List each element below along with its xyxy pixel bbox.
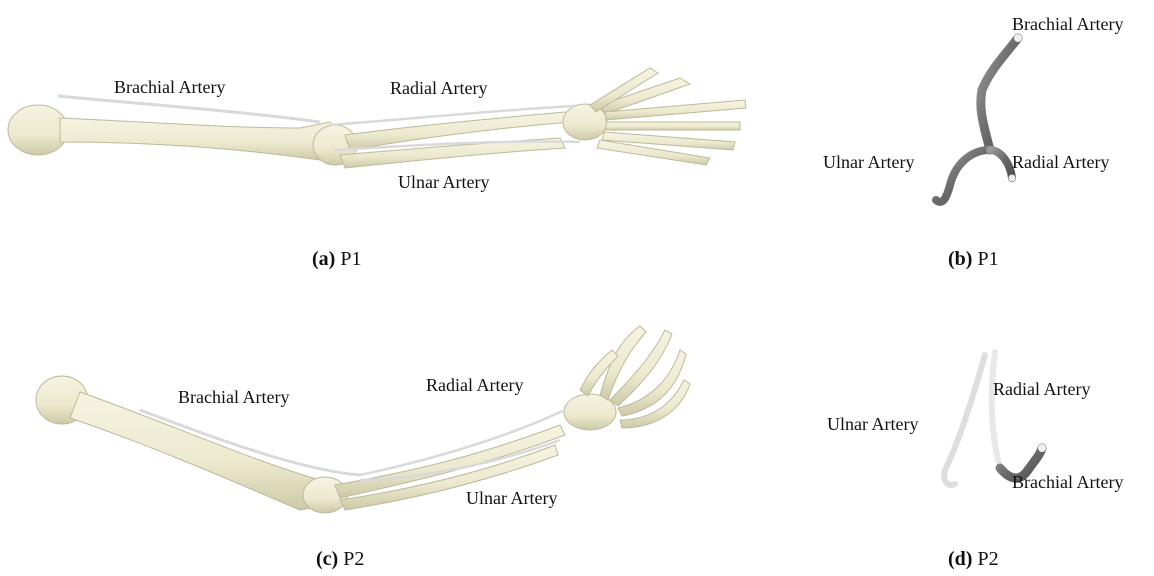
panel-d-ulnar-label: Ulnar Artery — [827, 414, 918, 435]
humerus-head — [8, 105, 68, 155]
panel-d-radial-label: Radial Artery — [993, 379, 1090, 400]
humerus — [60, 118, 345, 160]
panel-c-arm — [36, 326, 690, 513]
panel-c-ulnar-label: Ulnar Artery — [466, 488, 557, 509]
panel-a-ulnar-label: Ulnar Artery — [398, 172, 489, 193]
panel-a-caption: (a) P1 — [312, 248, 361, 271]
panel-c-caption-text: P2 — [343, 548, 364, 570]
panel-b-caption-letter: (b) — [948, 248, 972, 270]
radial-artery-b — [990, 150, 1012, 178]
ulnar-artery-d — [944, 355, 985, 485]
ulnar-artery-b — [936, 150, 990, 202]
panel-d-brachial-label: Brachial Artery — [1012, 472, 1123, 493]
panel-c-caption: (c) P2 — [316, 548, 364, 571]
panel-b-caption: (b) P1 — [948, 248, 999, 271]
panel-d-caption: (d) P2 — [948, 548, 999, 571]
panel-d-caption-letter: (d) — [948, 548, 972, 570]
brachial-artery-a — [58, 96, 320, 122]
fingers — [590, 68, 746, 165]
panel-a-caption-letter: (a) — [312, 248, 335, 270]
panel-a-brachial-label: Brachial Artery — [114, 77, 225, 98]
panel-c-caption-letter: (c) — [316, 548, 338, 570]
panel-b-ulnar-label: Ulnar Artery — [823, 152, 914, 173]
panel-d-caption-text: P2 — [977, 548, 998, 570]
panel-d-vessels — [944, 352, 1046, 485]
panel-b-caption-text: P1 — [977, 248, 998, 270]
panel-a-caption-text: P1 — [340, 248, 361, 270]
panel-c-brachial-label: Brachial Artery — [178, 387, 289, 408]
radial-artery-d — [992, 352, 1000, 468]
humerus-c — [70, 392, 330, 510]
brachial-artery-b — [981, 38, 1018, 150]
panel-b-vessels — [936, 34, 1022, 202]
panel-b-brachial-label: Brachial Artery — [1012, 14, 1123, 35]
panel-c-radial-label: Radial Artery — [426, 375, 523, 396]
panel-b-radial-label: Radial Artery — [1012, 152, 1109, 173]
panel-a-radial-label: Radial Artery — [390, 78, 487, 99]
